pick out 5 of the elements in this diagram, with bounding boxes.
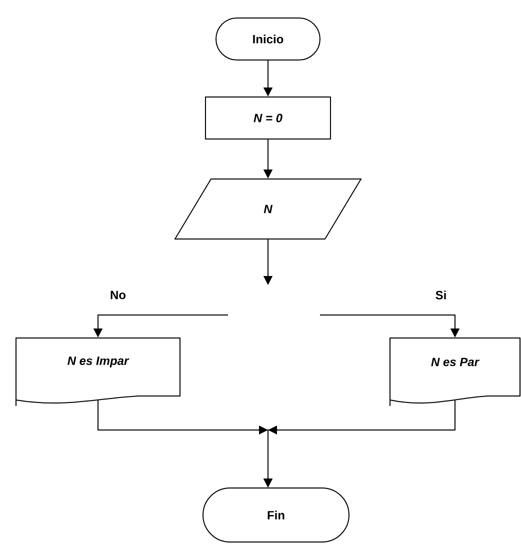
terminal-box: Inicio [216,18,320,60]
process-box: N = 0 [205,96,331,140]
terminal-box: Fin [202,488,350,542]
edge-label: Si [436,290,446,300]
edge-label: No [110,290,126,300]
